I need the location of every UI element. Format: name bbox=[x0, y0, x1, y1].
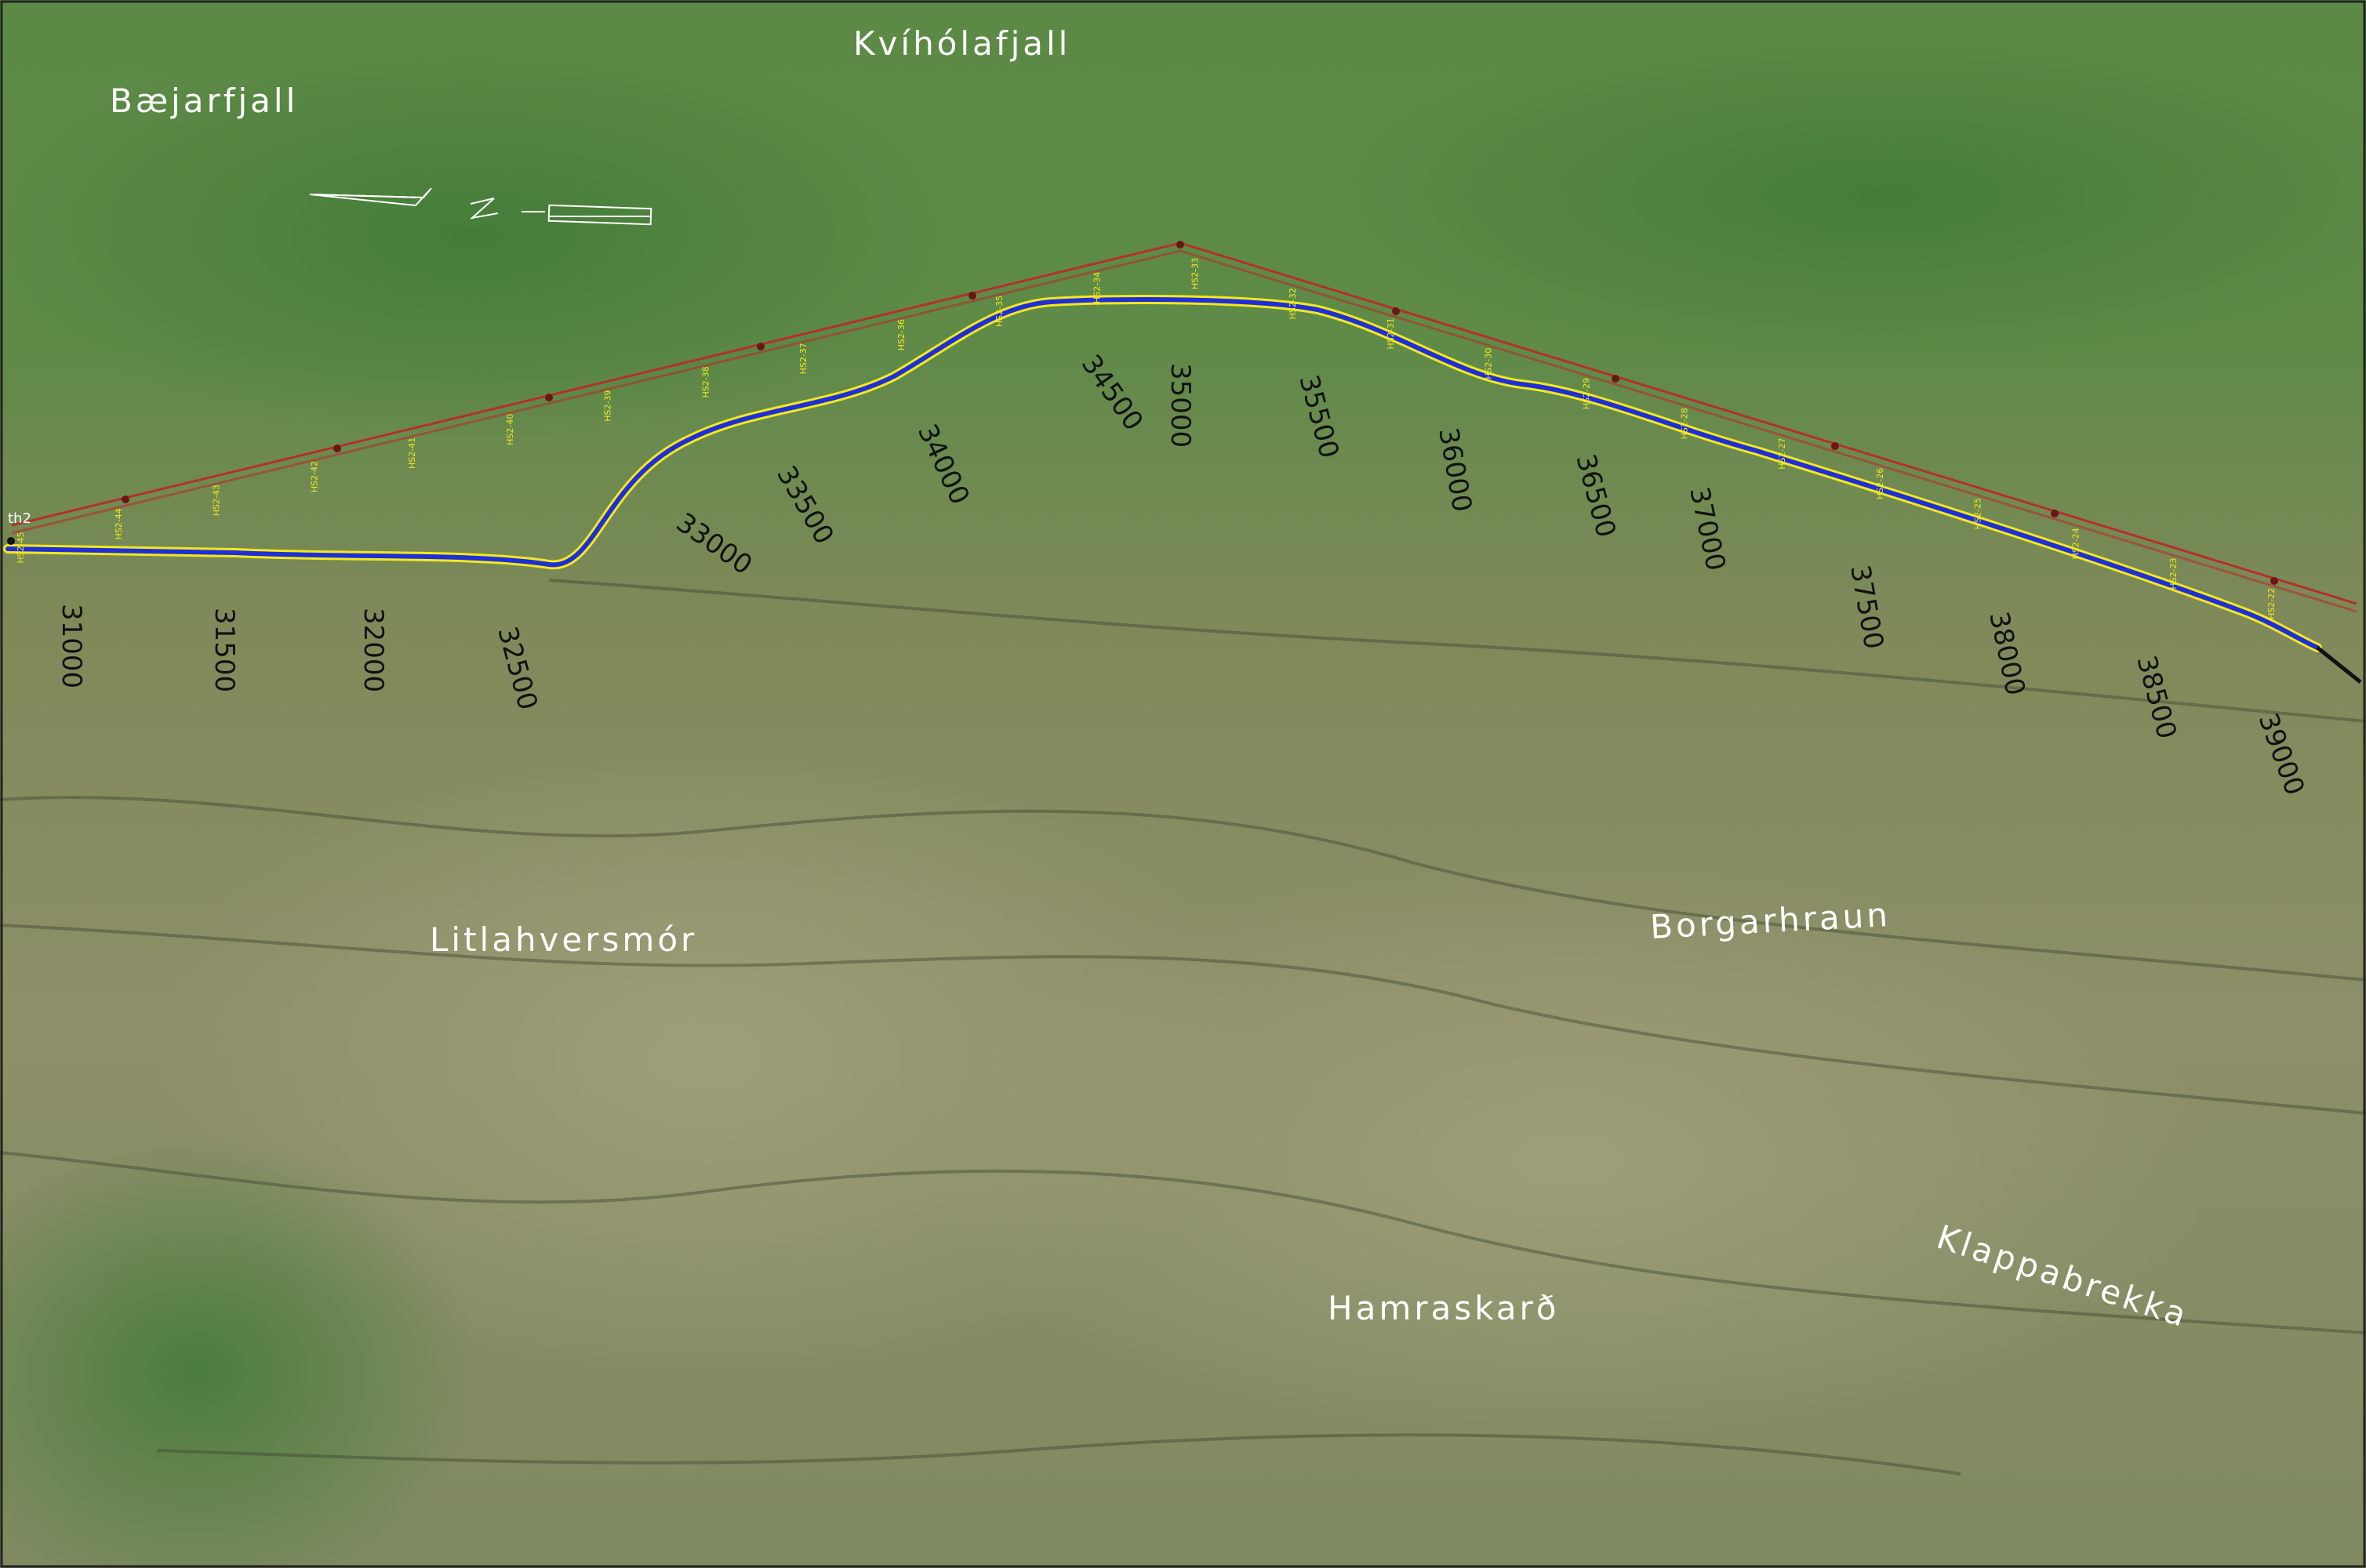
pole-label: HS2-24 bbox=[2070, 528, 2081, 559]
pole-labels: HS2-45HS2-44HS2-43HS2-42HS2-41HS2-40HS2-… bbox=[16, 258, 2277, 619]
pole-label: HS2-45 bbox=[16, 532, 26, 563]
pole-label: HS2-40 bbox=[505, 414, 515, 445]
pole-label: HS2-30 bbox=[1484, 348, 1494, 379]
pole-label: HS2-35 bbox=[994, 296, 1005, 327]
road-alignment bbox=[5, 297, 2320, 650]
pole-label: HS2-34 bbox=[1092, 272, 1103, 303]
pole-label: HS2-26 bbox=[1875, 468, 1885, 499]
pole-label: HS2-31 bbox=[1386, 318, 1396, 349]
start-marker-label: th2 bbox=[8, 510, 31, 527]
place-name-litlahversmor: Litlahversmór bbox=[430, 920, 697, 959]
pole-label: HS2-43 bbox=[212, 485, 222, 516]
chainage-label: 31000 bbox=[56, 604, 87, 688]
pole-label: HS2-23 bbox=[2168, 558, 2179, 590]
pole-label: HS2-42 bbox=[309, 461, 319, 492]
place-name-baejarfjall: Bæjarfjall bbox=[110, 82, 298, 120]
chainage-label: 32000 bbox=[358, 608, 389, 692]
pole-label: HS2-44 bbox=[114, 508, 124, 539]
pole-label: HS2-22 bbox=[2266, 588, 2277, 619]
pole-label: HS2-37 bbox=[798, 343, 809, 374]
pole-label: HS2-32 bbox=[1288, 288, 1298, 319]
chainage-label: 31500 bbox=[209, 608, 240, 692]
pole-markers bbox=[122, 241, 2278, 585]
pole-label: HS2-41 bbox=[407, 437, 417, 469]
road-continuation bbox=[2316, 646, 2362, 684]
pole-label: HS2-38 bbox=[700, 366, 711, 397]
start-marker bbox=[7, 537, 15, 545]
chainage-label: 35000 bbox=[1165, 363, 1196, 448]
terrain-green-patch bbox=[0, 1137, 478, 1568]
terrain-green-patch bbox=[0, 31, 957, 439]
north-arrow-icon bbox=[309, 187, 652, 226]
pole-label: HS2-36 bbox=[896, 319, 907, 350]
terrain-light-patch bbox=[157, 729, 1255, 1388]
place-name-hamraskard: Hamraskarð bbox=[1328, 1289, 1559, 1327]
place-name-kviholafjall: Kvíhólafjall bbox=[853, 24, 1070, 63]
terrain-green-patch bbox=[1333, 24, 2366, 368]
pole-label: HS2-39 bbox=[603, 390, 613, 421]
terrain-ridges bbox=[0, 579, 2366, 1475]
pole-label: HS2-28 bbox=[1679, 408, 1689, 439]
pole-label: HS2-33 bbox=[1190, 258, 1200, 289]
pole-label: HS2-29 bbox=[1582, 378, 1592, 409]
pole-label: HS2-25 bbox=[1973, 498, 1983, 529]
pole-label: HS2-27 bbox=[1777, 437, 1787, 469]
